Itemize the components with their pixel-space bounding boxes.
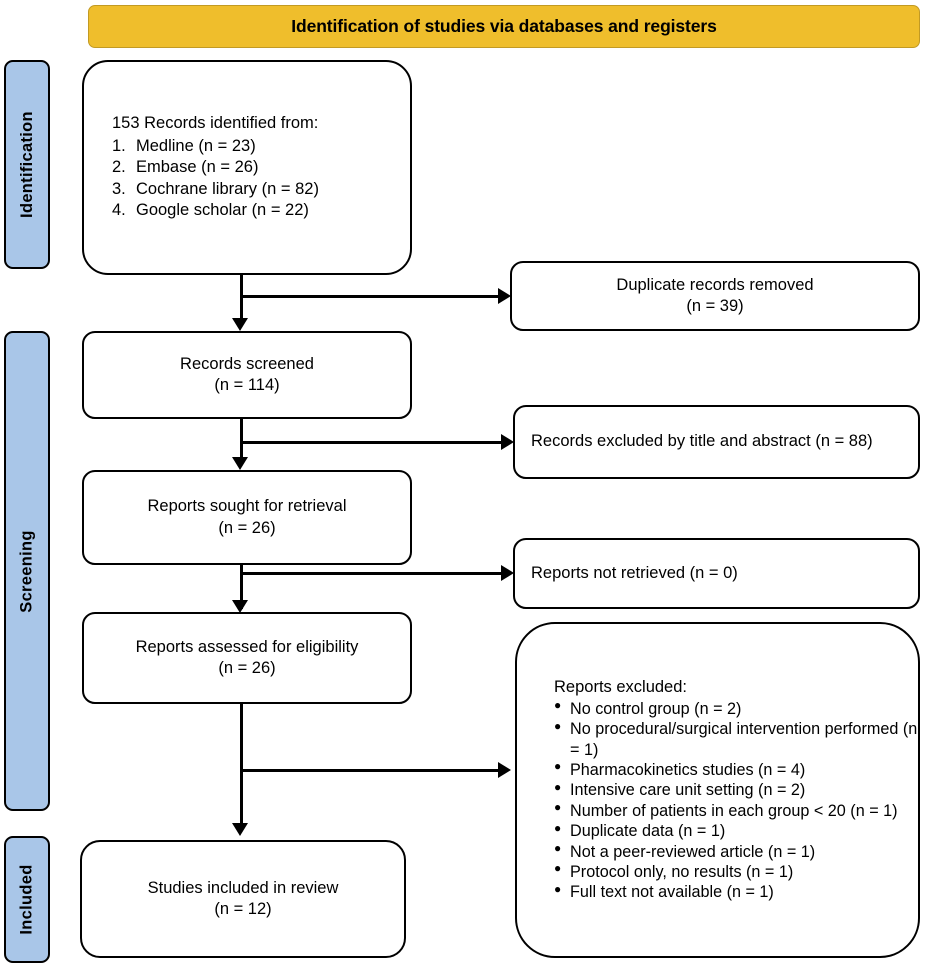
connector-screened-to-excluded bbox=[240, 441, 509, 444]
list-item: Not a peer-reviewed article (n = 1) bbox=[554, 841, 918, 862]
source-label: Medline (n = 23) bbox=[136, 136, 256, 155]
box-records-excluded-title-abstract: Records excluded by title and abstract (… bbox=[513, 405, 920, 479]
diagram-header-banner: Identification of studies via databases … bbox=[88, 5, 920, 48]
connector-assessed-to-reports-excluded bbox=[240, 769, 506, 772]
reports-excluded-reason-list: No control group (n = 2) No procedural/s… bbox=[554, 698, 918, 903]
screened-line-2: (n = 114) bbox=[214, 376, 280, 394]
sought-line-1: Reports sought for retrieval bbox=[147, 497, 347, 516]
arrowhead-sought-to-assessed bbox=[232, 600, 248, 613]
list-item: Number of patients in each group < 20 (n… bbox=[554, 800, 918, 821]
not-retrieved-text: Reports not retrieved (n = 0) bbox=[531, 563, 738, 582]
stage-label-screening: Screening bbox=[4, 331, 50, 811]
connector-identified-to-screened-stem bbox=[240, 275, 243, 323]
arrowhead-identified-to-duplicates bbox=[498, 288, 511, 304]
box-reports-not-retrieved: Reports not retrieved (n = 0) bbox=[513, 538, 920, 609]
screened-line-1: Records screened bbox=[180, 354, 314, 373]
sought-line-2: (n = 26) bbox=[218, 518, 276, 537]
box-reports-excluded: Reports excluded: No control group (n = … bbox=[515, 622, 920, 958]
arrowhead-screened-to-sought bbox=[232, 457, 248, 470]
box-records-identified: 153 Records identified from: 1. Medline … bbox=[82, 60, 412, 275]
list-item: 3. Cochrane library (n = 82) bbox=[112, 179, 398, 200]
stage-label-included-text: Included bbox=[17, 864, 36, 935]
connector-sought-to-assessed-stem bbox=[240, 565, 243, 609]
connector-assessed-to-included-stem bbox=[240, 704, 243, 827]
reports-excluded-lead: Reports excluded: bbox=[554, 678, 687, 697]
source-index: 3. bbox=[112, 179, 126, 198]
source-label: Cochrane library (n = 82) bbox=[136, 179, 319, 198]
arrowhead-screened-to-excluded bbox=[501, 434, 514, 450]
stage-label-identification: Identification bbox=[4, 60, 50, 269]
included-line-2: (n = 12) bbox=[214, 900, 272, 918]
list-item: Protocol only, no results (n = 1) bbox=[554, 861, 918, 882]
box-duplicate-records-removed: Duplicate records removed (n = 39) bbox=[510, 261, 920, 331]
list-item: 1. Medline (n = 23) bbox=[112, 136, 398, 157]
arrowhead-assessed-to-included bbox=[232, 823, 248, 836]
source-label: Embase (n = 26) bbox=[136, 158, 259, 177]
source-index: 4. bbox=[112, 201, 126, 220]
stage-label-screening-text: Screening bbox=[17, 529, 36, 613]
connector-identified-to-duplicates bbox=[240, 295, 506, 298]
list-item: Intensive care unit setting (n = 2) bbox=[554, 780, 918, 800]
arrowhead-sought-to-not-retrieved bbox=[501, 565, 514, 581]
list-item: Full text not available (n = 1) bbox=[554, 882, 918, 902]
arrowhead-identified-to-screened bbox=[232, 318, 248, 331]
source-index: 1. bbox=[112, 136, 126, 155]
box-records-screened: Records screened (n = 114) bbox=[82, 331, 412, 419]
source-index: 2. bbox=[112, 158, 126, 177]
list-item: 2. Embase (n = 26) bbox=[112, 157, 398, 178]
source-label: Google scholar (n = 22) bbox=[136, 201, 309, 220]
box-reports-sought-for-retrieval: Reports sought for retrieval (n = 26) bbox=[82, 470, 412, 565]
duplicates-line-1: Duplicate records removed bbox=[616, 275, 814, 294]
assessed-line-2: (n = 26) bbox=[218, 659, 276, 677]
list-item: Duplicate data (n = 1) bbox=[554, 821, 918, 841]
stage-label-included: Included bbox=[4, 836, 50, 963]
list-item: Pharmacokinetics studies (n = 4) bbox=[554, 759, 918, 780]
records-identified-lead: 153 Records identified from: bbox=[112, 114, 319, 133]
excluded-title-abstract-text: Records excluded by title and abstract (… bbox=[531, 432, 873, 451]
assessed-line-1: Reports assessed for eligibility bbox=[135, 637, 359, 656]
included-line-1: Studies included in review bbox=[147, 878, 339, 897]
box-reports-assessed-for-eligibility: Reports assessed for eligibility (n = 26… bbox=[82, 612, 412, 704]
duplicates-line-2: (n = 39) bbox=[686, 297, 744, 315]
list-item: 4. Google scholar (n = 22) bbox=[112, 200, 398, 221]
list-item: No procedural/surgical intervention perf… bbox=[554, 719, 918, 760]
page-title: Identification of studies via databases … bbox=[291, 16, 717, 36]
connector-sought-to-not-retrieved bbox=[240, 572, 509, 575]
stage-label-identification-text: Identification bbox=[17, 111, 36, 218]
records-identified-list: 153 Records identified from: 1. Medline … bbox=[112, 113, 398, 221]
box-studies-included-in-review: Studies included in review (n = 12) bbox=[80, 840, 406, 958]
list-item: No control group (n = 2) bbox=[554, 698, 918, 719]
arrowhead-assessed-to-reports-excluded bbox=[498, 762, 511, 778]
